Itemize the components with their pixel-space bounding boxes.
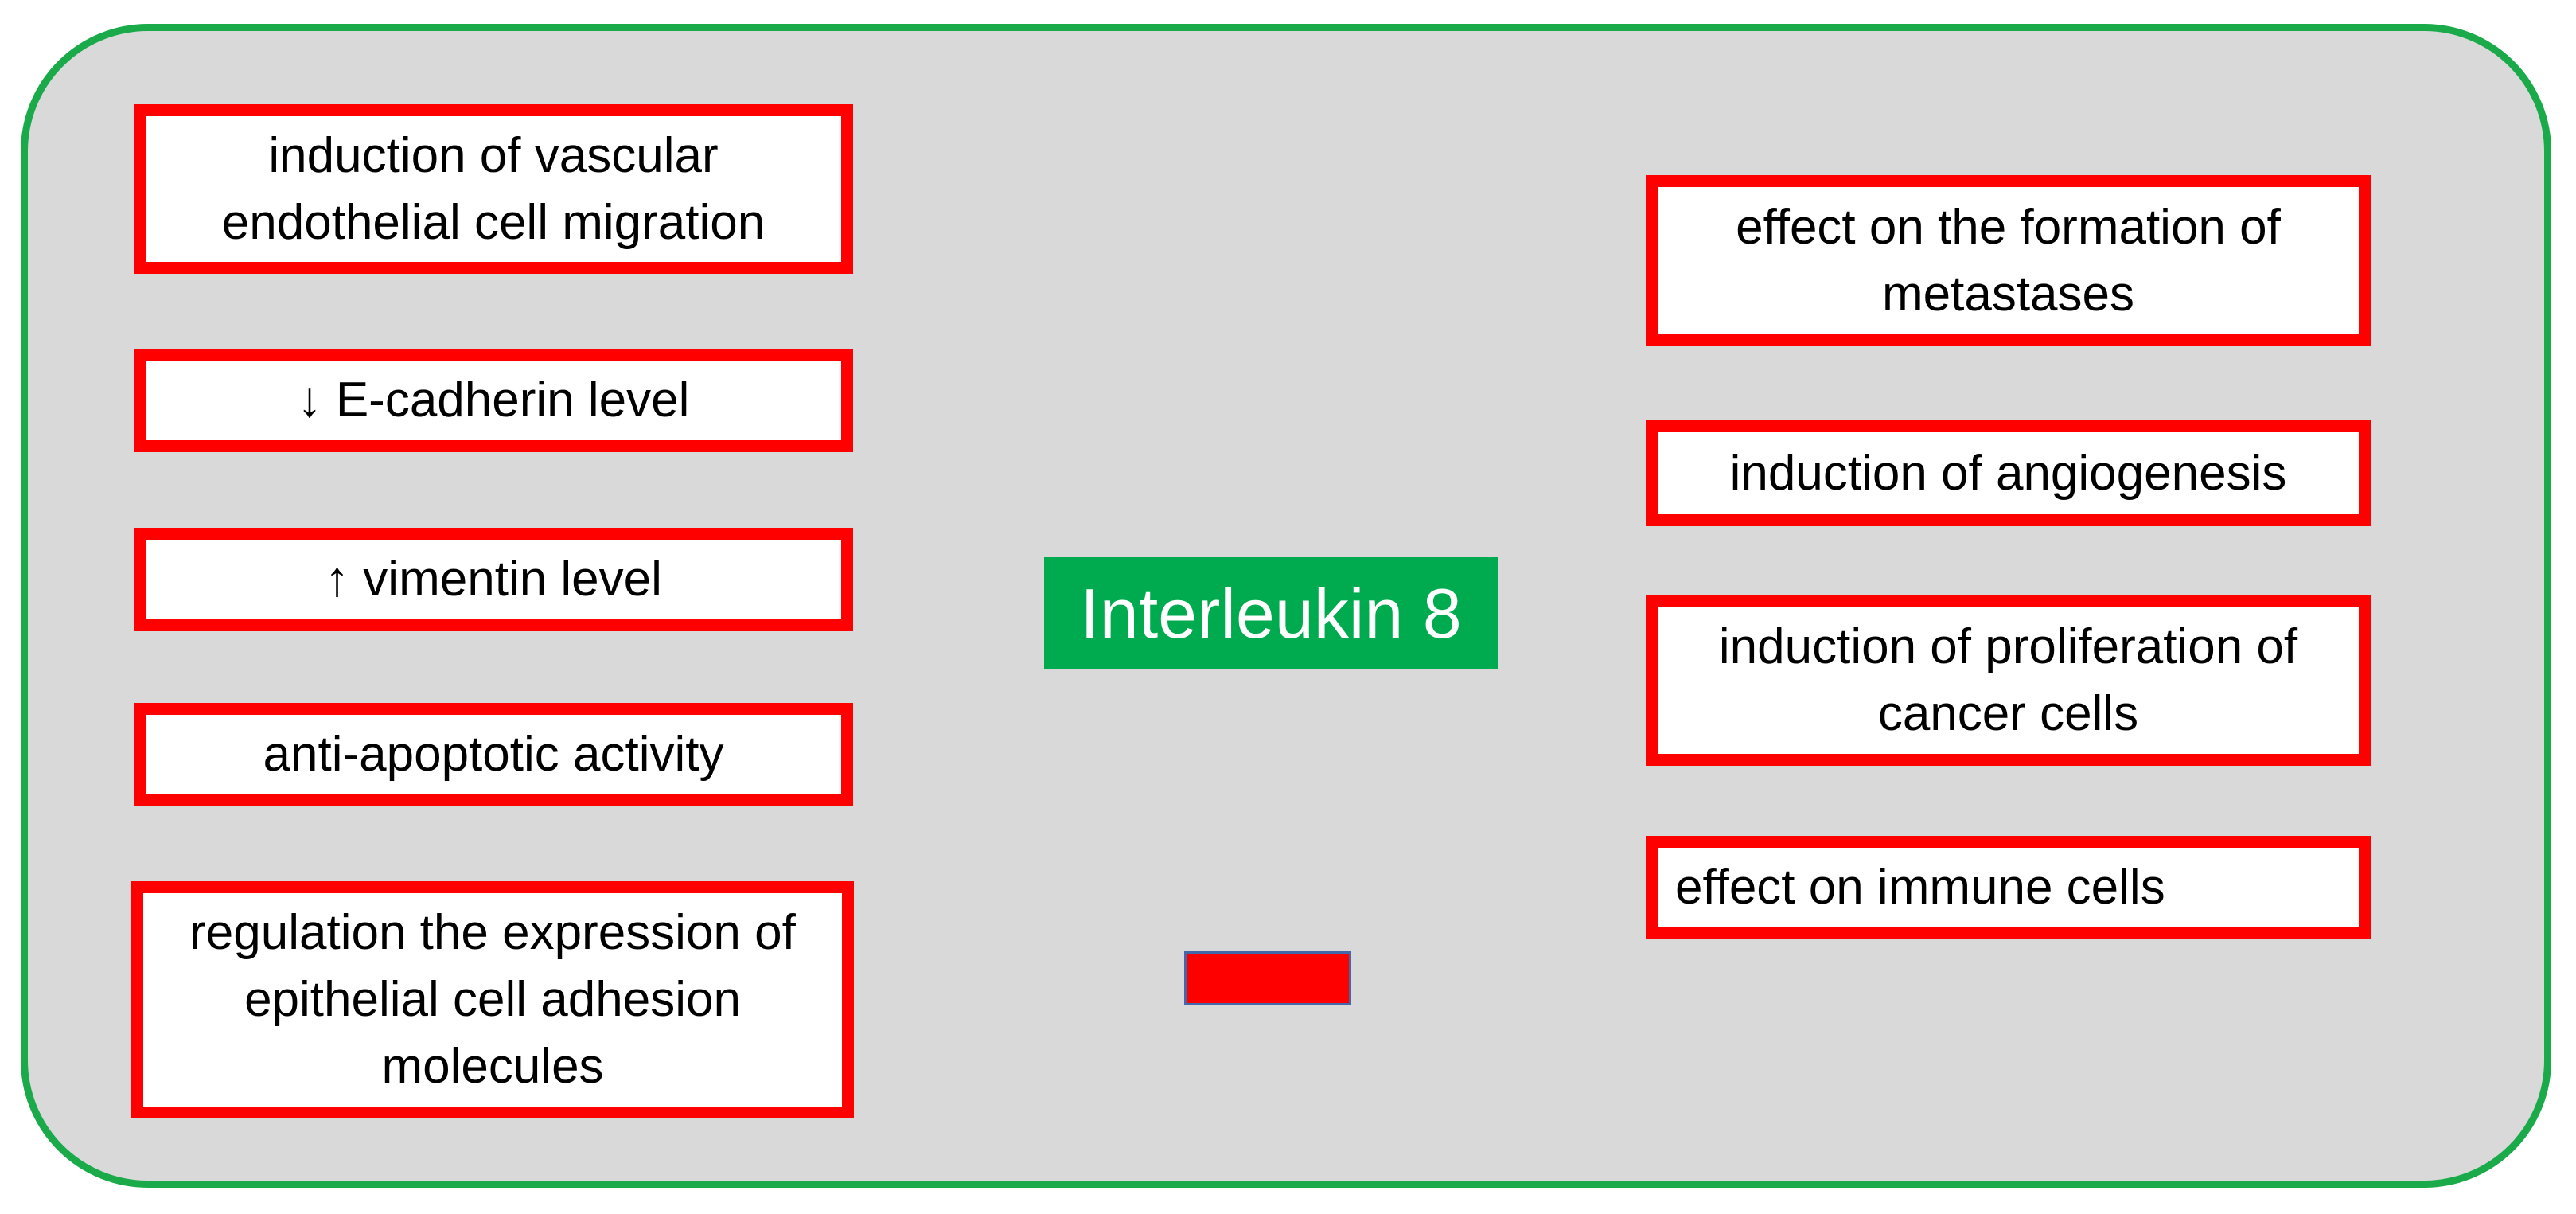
- effect-label: anti-apoptotic activity: [263, 727, 724, 783]
- center-label: Interleukin 8: [1080, 573, 1462, 653]
- effect-box-angiogenesis: induction of angiogenesis: [1646, 420, 2371, 526]
- effect-box-vimentin: ↑ vimentin level: [134, 528, 853, 631]
- effect-box-e-cadherin: ↓ E-cadherin level: [134, 349, 853, 452]
- effect-box-metastases: effect on the formation of metastases: [1646, 175, 2371, 346]
- effect-box-adhesion-molecules: regulation the expression of epithelial …: [131, 881, 854, 1118]
- effect-box-proliferation: induction of proliferation of cancer cel…: [1646, 595, 2371, 766]
- effect-label: ↑ vimentin level: [325, 552, 662, 607]
- effect-box-anti-apoptotic: anti-apoptotic activity: [134, 703, 853, 806]
- effect-label: induction of vascular endothelial cell m…: [221, 127, 766, 250]
- effect-box-immune-cells: effect on immune cells: [1646, 836, 2371, 939]
- effect-label: induction of angiogenesis: [1729, 445, 2287, 501]
- effect-box-endothelial-migration: induction of vascular endothelial cell m…: [134, 104, 853, 274]
- effect-label: effect on immune cells: [1675, 860, 2165, 915]
- effect-label: effect on the formation of metastases: [1736, 199, 2281, 322]
- effect-label: regulation the expression of epithelial …: [189, 905, 796, 1094]
- interleukin-8-node: Interleukin 8: [1044, 557, 1498, 669]
- effect-label: induction of proliferation of cancer cel…: [1718, 619, 2298, 741]
- effect-label: ↓ E-cadherin level: [297, 373, 690, 428]
- red-marker-block: [1184, 951, 1351, 1005]
